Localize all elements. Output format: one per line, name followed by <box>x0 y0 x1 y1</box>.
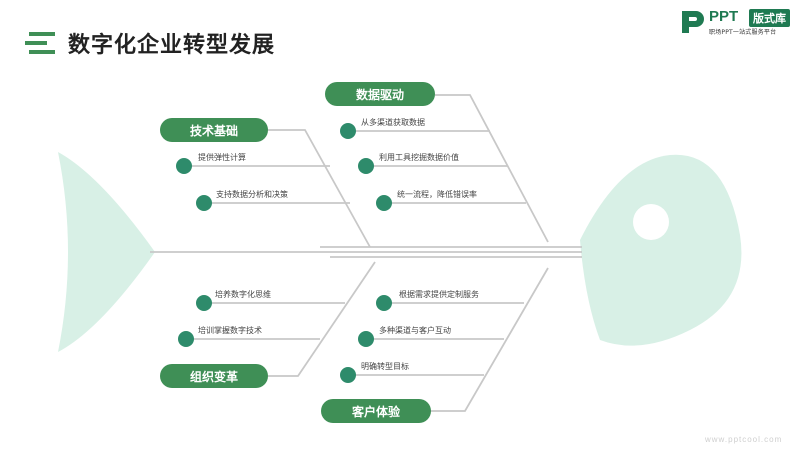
logo-tagline: 职场PPT一站式服务平台 <box>709 29 777 36</box>
bullet-dot <box>178 331 194 347</box>
bullet-dot <box>340 367 356 383</box>
category-data-driven: 数据驱动 <box>325 82 435 106</box>
category-tech-foundation: 技术基础 <box>160 118 268 142</box>
page-title: 数字化企业转型发展 <box>68 33 276 58</box>
bullet-dot <box>340 123 356 139</box>
bone-tech <box>268 129 371 248</box>
fish-head <box>580 154 742 346</box>
item-digital-skills: 培训掌握数字技术 <box>198 326 262 335</box>
item-multi-channel-data: 从多渠道获取数据 <box>361 118 425 127</box>
bullet-dot <box>376 295 392 311</box>
bullet-dot <box>358 158 374 174</box>
bullet-dot <box>358 331 374 347</box>
bone-customer <box>430 267 549 412</box>
fish-eye <box>633 204 669 240</box>
category-customer-experience: 客户体验 <box>321 399 431 423</box>
item-mine-data-value: 利用工具挖掘数据价值 <box>379 153 459 162</box>
item-unify-process: 统一流程，降低错误率 <box>397 190 477 199</box>
item-transformation-goal: 明确转型目标 <box>361 362 409 371</box>
bullet-dot <box>176 158 192 174</box>
logo-badge: 版式库 <box>749 9 790 27</box>
item-data-analysis: 支持数据分析和决策 <box>216 190 288 199</box>
item-elastic-compute: 提供弹性计算 <box>198 153 246 162</box>
bone-data <box>435 94 549 243</box>
bullet-dot <box>196 295 212 311</box>
logo-mark-icon <box>682 11 704 33</box>
bone-org <box>268 261 376 377</box>
item-customer-interaction: 多种渠道与客户互动 <box>379 326 451 335</box>
item-digital-thinking: 培养数字化思维 <box>215 290 271 299</box>
logo-brand-text: PPT <box>709 8 739 25</box>
category-org-change: 组织变革 <box>160 364 268 388</box>
bullet-dot <box>196 195 212 211</box>
item-custom-service: 根据需求提供定制服务 <box>399 290 479 299</box>
brand-logo[interactable]: PPT 版式库 职场PPT一站式服务平台 <box>680 8 795 38</box>
fish-tail <box>58 152 155 352</box>
menu-lines-icon <box>25 32 55 54</box>
bullet-dot <box>376 195 392 211</box>
watermark: www.pptcool.com <box>705 435 783 444</box>
